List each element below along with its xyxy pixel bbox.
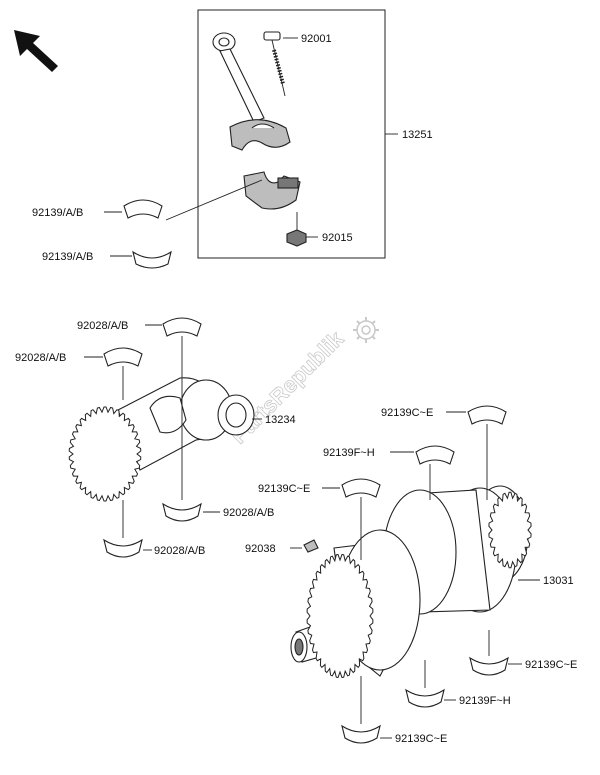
balancer-gear: [68, 406, 142, 502]
label-92139ce-2: 92139C~E: [258, 483, 310, 495]
label-92001: 92001: [301, 33, 332, 45]
label-92028ab-1: 92028/A/B: [77, 320, 128, 332]
balancer-bearing-3: [162, 502, 202, 522]
arrow-up-left-icon: [14, 30, 58, 72]
connecting-rod: [212, 32, 291, 151]
label-92015: 92015: [322, 232, 353, 244]
label-92139fh-1: 92139F~H: [323, 447, 375, 459]
woodruff-key: [303, 539, 319, 553]
crank-bearing-5: [405, 688, 445, 708]
label-92028ab-3: 92028/A/B: [223, 507, 274, 519]
label-13234: 13234: [265, 414, 296, 426]
gear-teeth: [306, 553, 374, 679]
label-92028ab-2: 92028/A/B: [15, 352, 66, 364]
label-92139ce-3: 92139C~E: [525, 659, 577, 671]
rod-bolt: [263, 31, 286, 97]
label-92139ce-4: 92139C~E: [395, 733, 447, 745]
label-92139ab-1: 92139/A/B: [32, 207, 83, 219]
rod-cap: [243, 171, 301, 210]
label-13031: 13031: [543, 575, 574, 587]
crank-timing-gear: [488, 491, 532, 569]
crank-bearing-6: [341, 724, 381, 744]
crank-bearing-4: [469, 656, 509, 676]
rod-bearing-upper: [123, 199, 163, 219]
crank-drive-gear: [306, 553, 374, 679]
balancer-bearing-1: [162, 317, 202, 337]
crank-bearing-2: [415, 445, 455, 465]
label-92139ce-1: 92139C~E: [381, 407, 433, 419]
balancer-bearing-2: [103, 347, 143, 367]
gear-icon: [353, 317, 379, 343]
rod-nut: [286, 229, 307, 247]
label-92038: 92038: [245, 543, 276, 555]
rod-bearing-lower: [132, 250, 172, 269]
gear-teeth: [488, 491, 532, 569]
balancer-bearing-4: [103, 538, 143, 558]
crank-bearing-3: [341, 478, 381, 498]
label-13251: 13251: [402, 129, 433, 141]
crank-bearing-1: [467, 405, 507, 425]
gear-teeth: [68, 406, 142, 502]
label-92028ab-4: 92028/A/B: [154, 545, 205, 557]
label-92139ab-2: 92139/A/B: [42, 251, 93, 263]
label-92139fh-2: 92139F~H: [459, 695, 511, 707]
